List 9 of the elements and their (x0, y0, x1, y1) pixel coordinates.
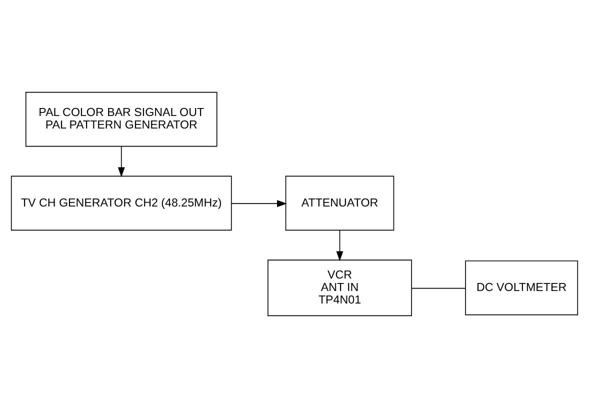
arrow (231, 200, 288, 208)
node-box: TV CH GENERATOR CH2 (48.25MHz) (10, 176, 232, 231)
node-box: VCR ANT IN TP4N01 (268, 260, 412, 316)
connector (411, 288, 466, 289)
arrow (336, 230, 344, 262)
node-box: PAL COLOR BAR SIGNAL OUT PAL PATTERN GENERATOR (25, 92, 218, 147)
arrow (118, 146, 125, 178)
node-box: ATTENUATOR (285, 176, 394, 231)
node-box: DC VOLTMETER (465, 260, 578, 316)
